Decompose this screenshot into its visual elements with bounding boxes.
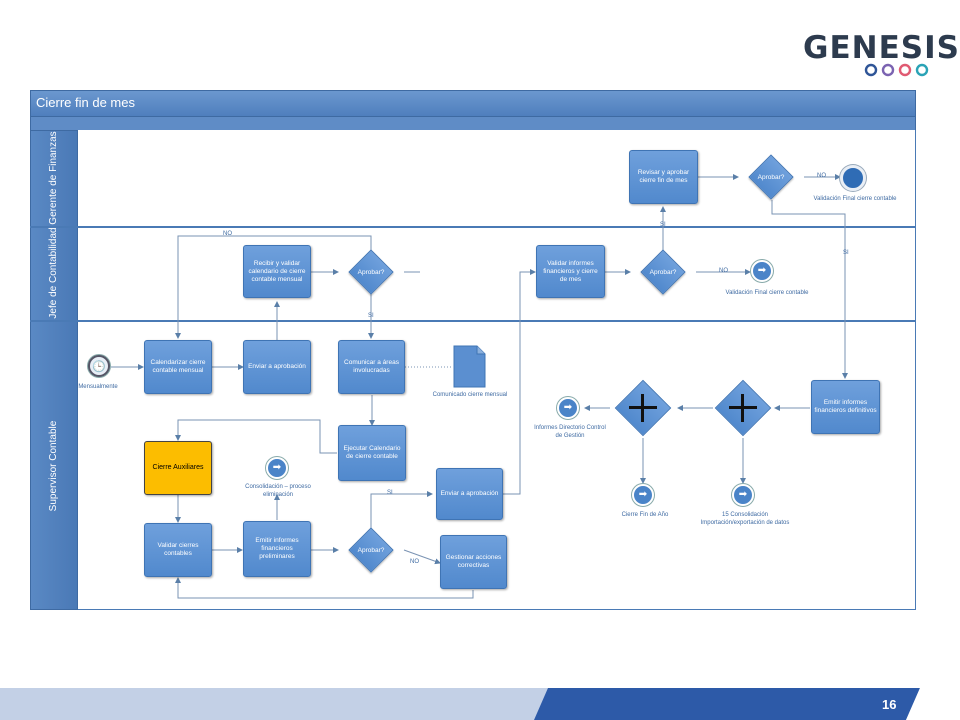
- genesis-logo-rings: [864, 63, 929, 77]
- pool-title: Cierre fin de mes: [36, 95, 135, 110]
- genesis-logo-text: GENESIS: [803, 30, 960, 66]
- event-label: Informes Directorio Control de Gestión: [534, 425, 606, 439]
- lane-supervisor-header: [30, 321, 78, 610]
- gateway-aprobar[interactable]: Aprobar?: [348, 249, 394, 295]
- arrow-icon: ➡: [757, 265, 767, 276]
- lane-separator: [30, 320, 916, 322]
- lane-separator: [30, 226, 916, 228]
- flow-label-si: SI: [843, 250, 849, 256]
- task-gestionar-acciones-correctivas[interactable]: Gestionar acciones correctivas: [440, 535, 507, 589]
- task-comunicar-areas[interactable]: Comunicar a áreas involucradas: [338, 340, 405, 394]
- flow-label-no: NO: [410, 559, 419, 565]
- clock-icon: 🕒: [92, 360, 106, 373]
- end-message-event-icon[interactable]: ➡: [632, 484, 654, 506]
- arrow-icon: ➡: [738, 489, 748, 500]
- task-emitir-informes-definitivos[interactable]: Emitir informes financieros definitivos: [811, 380, 880, 434]
- task-enviar-aprobacion-2[interactable]: Enviar a aprobación: [436, 468, 503, 520]
- gateway-label: Aprobar?: [757, 173, 785, 181]
- flow-label-no: NO: [223, 231, 232, 237]
- page-number: 16: [882, 697, 897, 712]
- event-label: Validación Final cierre contable: [813, 196, 897, 202]
- pool-strip: [30, 117, 916, 130]
- task-cierre-auxiliares[interactable]: Cierre Auxiliares: [144, 441, 212, 495]
- event-label: Consolidación – proceso eliminación: [245, 484, 311, 498]
- gateway-aprobar[interactable]: Aprobar?: [640, 249, 686, 295]
- task-enviar-aprobacion[interactable]: Enviar a aprobación: [243, 340, 311, 394]
- flow-label-si: SI: [368, 313, 374, 319]
- parallel-gateway[interactable]: [713, 378, 773, 438]
- flow-label-no: NO: [719, 268, 728, 274]
- end-message-event-icon[interactable]: ➡: [732, 484, 754, 506]
- event-label: 15 Consolidación Importación/exportación…: [700, 512, 790, 526]
- task-revisar-aprobar-cierre[interactable]: Revisar y aprobar cierre fin de mes: [629, 150, 698, 204]
- gateway-label: Aprobar?: [649, 268, 677, 276]
- timer-start-event-icon[interactable]: 🕒: [88, 355, 110, 377]
- task-calendarizar-cierre[interactable]: Calendarizar cierre contable mensual: [144, 340, 212, 394]
- document-icon[interactable]: [453, 345, 486, 388]
- pool-header: [30, 90, 916, 117]
- event-label: Mensualmente: [78, 384, 118, 390]
- task-validar-cierres[interactable]: Validar cierres contables: [144, 523, 212, 577]
- gateway-aprobar[interactable]: Aprobar?: [748, 154, 794, 200]
- parallel-gateway[interactable]: [613, 378, 673, 438]
- event-label: Validación Final cierre contable: [725, 290, 809, 296]
- gateway-aprobar[interactable]: Aprobar?: [348, 527, 394, 573]
- task-ejecutar-calendario[interactable]: Ejecutar Calendario de cierre contable: [338, 425, 406, 481]
- event-label: Cierre Fin de Año: [621, 512, 669, 518]
- arrow-icon: ➡: [563, 402, 573, 413]
- task-emitir-informes-preliminares[interactable]: Emitir informes financieros preliminares: [243, 521, 311, 577]
- document-label: Comunicado cierre mensual: [432, 392, 508, 398]
- arrow-icon: ➡: [272, 462, 282, 473]
- task-recibir-validar-calendario[interactable]: Recibir y validar calendario de cierre c…: [243, 245, 311, 298]
- end-message-event-icon[interactable]: ➡: [557, 397, 579, 419]
- end-event-icon[interactable]: [840, 165, 866, 191]
- flow-label-no: NO: [817, 173, 826, 179]
- task-validar-informes[interactable]: Validar informes financieros y cierre de…: [536, 245, 605, 298]
- flow-label-si: SI: [387, 490, 393, 496]
- lane-jefe-header: [30, 227, 78, 321]
- end-message-event-icon[interactable]: ➡: [751, 260, 773, 282]
- intermediate-message-event-icon[interactable]: ➡: [266, 457, 288, 479]
- gateway-label: Aprobar?: [357, 268, 385, 276]
- arrow-icon: ➡: [638, 489, 648, 500]
- flow-label-si: SI: [660, 222, 666, 228]
- gateway-label: Aprobar?: [357, 546, 385, 554]
